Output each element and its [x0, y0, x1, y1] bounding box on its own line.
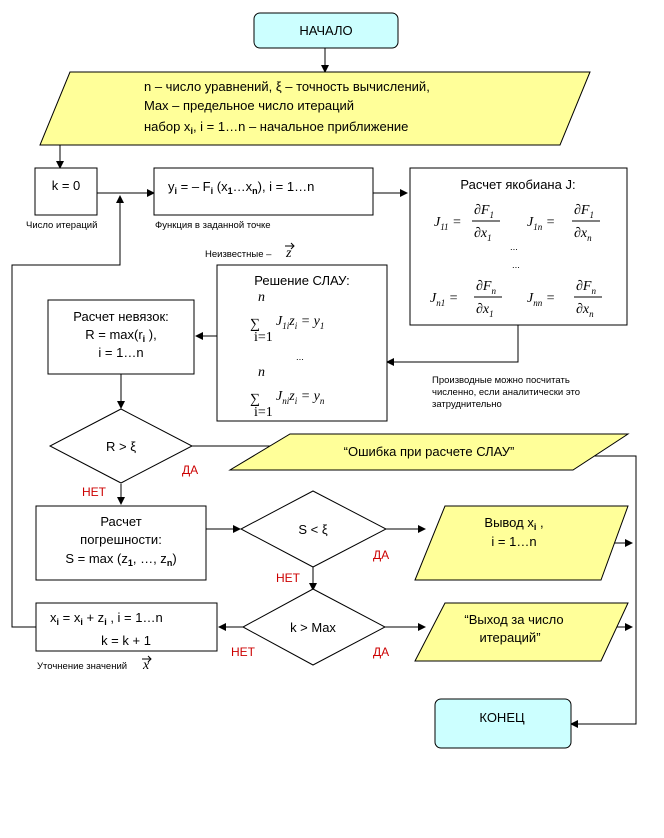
slau-equation-n: n ∑ i=1 Jnizi = yn: [250, 365, 325, 420]
update-caption: Уточнение значений: [37, 661, 127, 672]
jacobian-dots-1: ...: [510, 242, 518, 253]
init-label: k = 0: [52, 178, 81, 193]
error-calc-line-1: Расчет: [100, 514, 141, 529]
residual-line-2: R = max(ri ),: [85, 327, 157, 344]
cond3-label: k > Max: [290, 620, 336, 635]
decision-r-gt-xi: R > ξ: [48, 408, 194, 484]
init-caption: Число итераций: [26, 220, 97, 231]
cond2-no-label: НЕТ: [276, 571, 301, 585]
error-calc-block: Расчет погрешности: S = max (z1, …, zn): [35, 505, 207, 581]
slau-title: Решение СЛАУ:: [254, 273, 349, 288]
error-output-label: “Ошибка при расчете СЛАУ”: [344, 444, 515, 459]
cond3-no-label: НЕТ: [231, 645, 256, 659]
input-line-1: n – число уравнений, ξ – точность вычисл…: [144, 79, 430, 94]
cond3-yes-label: ДА: [373, 645, 389, 659]
jacobian-note-2: численно, если аналитически это: [432, 387, 580, 398]
result-output-line-2: i = 1…n: [491, 534, 536, 549]
decision-s-lt-xi: S < ξ: [239, 490, 388, 568]
residual-line-3: i = 1…n: [98, 345, 143, 360]
function-label: yi = – Fi (x1…xn), i = 1…n: [168, 179, 314, 196]
update-line-2: k = k + 1: [101, 633, 151, 648]
error-output: “Ошибка при расчете СЛАУ”: [228, 433, 630, 471]
cond2-yes-label: ДА: [373, 548, 389, 562]
svg-text:i=1: i=1: [254, 405, 273, 420]
end-terminal: КОНЕЦ: [434, 698, 572, 749]
svg-text:J11 =: J11 =: [434, 215, 462, 232]
svg-text:n: n: [258, 290, 265, 305]
svg-text:i=1: i=1: [254, 330, 273, 345]
jacobian-block: Расчет якобиана J: J11 = ∂F1 ∂x1 J1n = ∂…: [409, 167, 628, 410]
jacobian-jn1: Jn1 = ∂Fn ∂x1: [430, 279, 502, 319]
input-line-2: Max – предельное число итераций: [144, 98, 354, 113]
cond2-label: S < ξ: [298, 522, 327, 537]
residual-line-1: Расчет невязок:: [73, 309, 169, 324]
result-output: Вывод xi , i = 1…n: [414, 505, 629, 581]
overflow-line-2: итераций”: [479, 630, 540, 645]
start-terminal: НАЧАЛО: [253, 12, 399, 49]
cond1-no-label: НЕТ: [82, 485, 107, 499]
end-label: КОНЕЦ: [479, 710, 525, 725]
jacobian-note-1: Производные можно посчитать: [432, 375, 570, 386]
start-label: НАЧАЛО: [299, 23, 352, 38]
slau-block: Неизвестные – z Решение СЛАУ: n ∑ i=1 J1…: [205, 242, 388, 422]
jacobian-title: Расчет якобиана J:: [460, 177, 575, 192]
init-block: k = 0 Число итераций: [26, 167, 98, 231]
function-caption: Функция в заданной точке: [155, 220, 271, 231]
svg-text:n: n: [258, 365, 265, 380]
svg-text:∑: ∑: [250, 317, 260, 332]
cond1-yes-label: ДА: [182, 463, 198, 477]
svg-text:∂F1: ∂F1: [474, 203, 494, 220]
jacobian-dots-2: ...: [512, 260, 520, 271]
overflow-output: “Выход за число итераций”: [414, 602, 629, 662]
update-block: xi = xi + zi , i = 1…n k = k + 1 Уточнен…: [35, 602, 218, 673]
svg-text:∑: ∑: [250, 392, 260, 407]
vector-x-symbol: x: [142, 658, 150, 673]
jacobian-note-3: затруднительно: [432, 399, 502, 410]
result-output-line-1: Вывод xi ,: [484, 515, 543, 532]
svg-text:∂Fn: ∂Fn: [476, 279, 496, 296]
function-block: yi = – Fi (x1…xn), i = 1…n Функция в зад…: [153, 167, 374, 231]
vector-z-symbol: z: [285, 246, 292, 261]
svg-text:∂F1: ∂F1: [574, 203, 594, 220]
update-line-1: xi = xi + zi , i = 1…n: [50, 610, 163, 627]
error-calc-line-2: погрешности:: [80, 532, 162, 547]
slau-dots: ...: [296, 352, 304, 363]
svg-text:∂Fn: ∂Fn: [576, 279, 596, 296]
cond1-label: R > ξ: [106, 439, 136, 454]
error-calc-line-3: S = max (z1, …, zn): [65, 551, 176, 568]
input-parallelogram: n – число уравнений, ξ – точность вычисл…: [39, 71, 591, 146]
overflow-line-1: “Выход за число: [464, 612, 563, 627]
decision-k-gt-max: k > Max: [241, 588, 387, 666]
slau-unknown-label: Неизвестные –: [205, 249, 272, 260]
residual-block: Расчет невязок: R = max(ri ), i = 1…n: [47, 299, 195, 375]
input-line-3: набор xi, i = 1…n – начальное приближени…: [144, 119, 408, 136]
